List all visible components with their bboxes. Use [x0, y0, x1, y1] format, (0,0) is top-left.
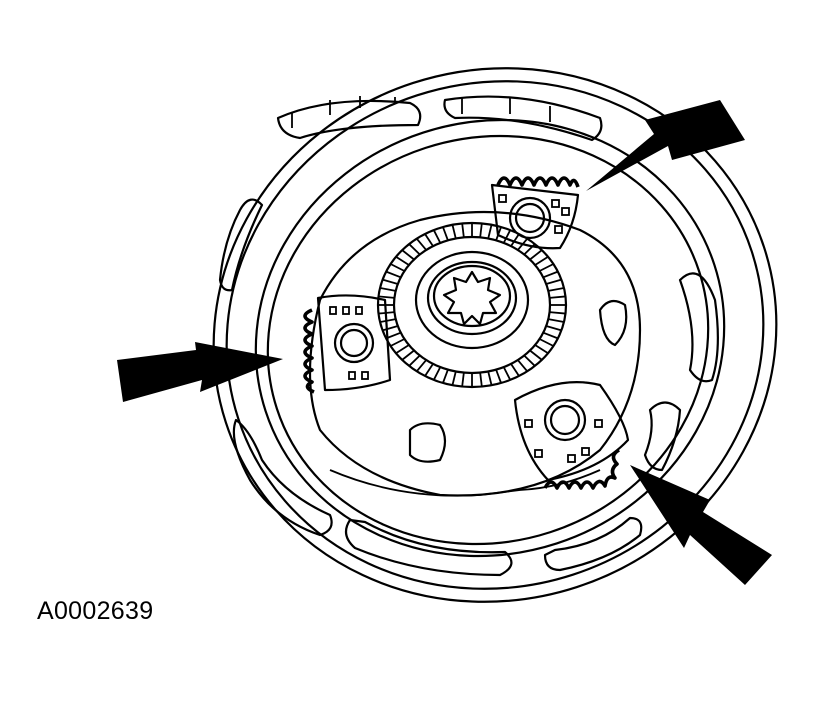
housing-slots: [218, 95, 719, 577]
pinion-gear-upper: [490, 176, 580, 250]
pinion-gear-left: [303, 294, 392, 394]
figure-id-label: A0002639: [37, 597, 154, 625]
arrow-left-icon: [117, 342, 283, 402]
arrow-lower-right-icon: [630, 465, 772, 585]
carrier-plate: [308, 210, 642, 497]
sun-gear-hub: [376, 221, 568, 389]
pinion-gear-lower-right: [513, 381, 630, 490]
arrow-upper-right-icon: [586, 100, 745, 191]
outer-housing: [212, 67, 778, 603]
